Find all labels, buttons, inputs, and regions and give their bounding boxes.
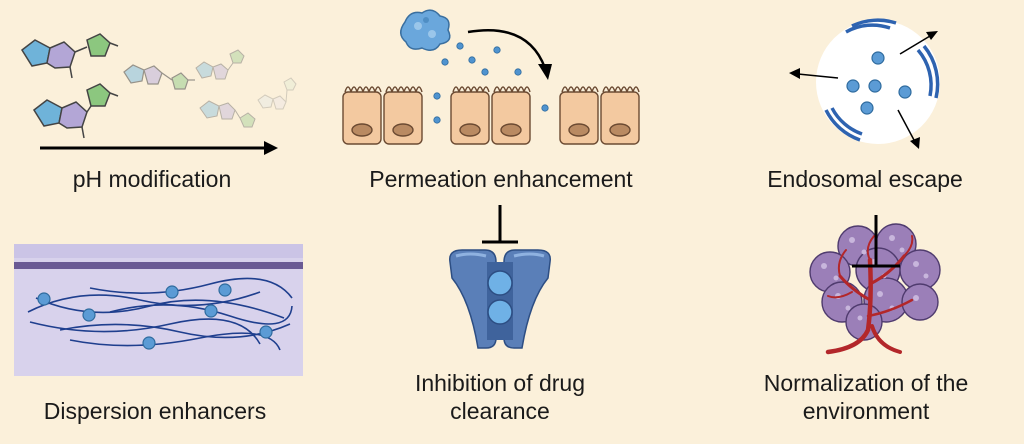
ph-arrowhead xyxy=(264,141,278,155)
label-inhibition-line1: Inhibition of drug xyxy=(414,370,586,396)
inhibition-bar-icon xyxy=(482,205,518,244)
transporter-icon xyxy=(449,249,551,349)
label-permeation-enhancement: Permeation enhancement xyxy=(369,166,633,192)
molecule-icon xyxy=(21,33,297,139)
label-ph-modification: pH modification xyxy=(72,166,232,192)
tumor-vessel-icon xyxy=(809,215,941,355)
label-normalization-line1: Normalization of the xyxy=(763,370,969,396)
label-dispersion-enhancers: Dispersion enhancers xyxy=(43,398,267,424)
drug-aggregate-icon xyxy=(400,9,451,51)
label-inhibition-line2: clearance xyxy=(450,398,550,424)
label-normalization-line2: environment xyxy=(802,398,930,424)
fiber-matrix-icon xyxy=(14,244,303,376)
cell-layer-icon xyxy=(342,9,640,145)
label-endosomal-escape: Endosomal escape xyxy=(767,166,963,192)
endosome-icon xyxy=(789,18,940,149)
